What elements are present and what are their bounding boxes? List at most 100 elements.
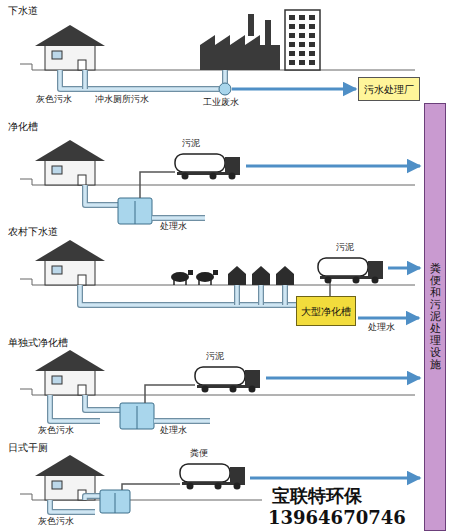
pipe [85, 185, 118, 205]
pipe-outline [85, 395, 120, 410]
toilet [78, 275, 86, 285]
truck-cab [245, 370, 260, 385]
row-title: 净化槽 [8, 121, 38, 132]
pipe-outline [282, 285, 288, 305]
flow-label: 粪便 [190, 449, 208, 459]
pipe-outline [85, 185, 118, 205]
pipe-outline [234, 285, 240, 305]
pipe [85, 496, 100, 500]
pipe [283, 285, 287, 305]
truck-wheel [372, 277, 379, 284]
pipe-outline [80, 285, 296, 305]
row-title: 农村下水道 [8, 226, 58, 237]
flow-label: 灰色污水 [38, 517, 74, 527]
truck-cab [368, 261, 383, 276]
cow-legs [174, 280, 186, 285]
pipe-outline [85, 496, 100, 500]
tank-divider [115, 493, 116, 513]
flow-label: 冲水厕所污水 [95, 95, 149, 105]
chimney [265, 20, 271, 46]
pipe [223, 70, 227, 83]
pipe-outline [50, 500, 95, 512]
truck-cab [230, 467, 245, 482]
row-title: 单独式净化槽 [8, 337, 68, 348]
pipe-outline [152, 215, 205, 221]
pipe-outline [82, 70, 88, 89]
small-house [276, 266, 294, 285]
flow-arrow [358, 317, 419, 320]
flow-arrow [250, 477, 420, 480]
plant-box: 污水处理厂 [358, 77, 420, 101]
house-wall [45, 369, 95, 395]
pipe [85, 395, 120, 410]
house-window [52, 51, 62, 59]
building-window [299, 15, 305, 20]
node-text: 污水处理厂 [364, 84, 414, 95]
sludge-hose [145, 385, 195, 403]
toilet [78, 60, 86, 70]
pipe-outline [60, 70, 219, 89]
flow-label: 处理水 [368, 323, 395, 333]
toilet [78, 385, 86, 395]
pipe [80, 285, 296, 305]
tank-box: 大型净化槽 [296, 296, 356, 326]
truck-wheel [325, 277, 332, 284]
flow-arrow [232, 88, 356, 91]
toilet [78, 175, 86, 185]
house-window [52, 266, 62, 274]
flow-label: 灰色污水 [38, 426, 74, 436]
building-window [289, 33, 295, 38]
truck-wheel [229, 173, 236, 180]
truck-tank [175, 154, 225, 172]
pipe [235, 285, 239, 305]
building-window [289, 60, 295, 65]
cow-head [188, 270, 193, 275]
node-text: 大型净化槽 [301, 306, 351, 317]
house-roof [35, 25, 105, 46]
flow-label: 污泥 [182, 139, 200, 149]
truck-wheel [230, 386, 237, 393]
building-window [309, 42, 315, 47]
house-window [52, 481, 62, 489]
junction [219, 83, 231, 95]
truck-wheel [249, 386, 256, 393]
tank-divider [135, 201, 136, 224]
building-window [289, 42, 295, 47]
building-window [289, 15, 295, 20]
truck-wheel [210, 173, 217, 180]
truck-tank [195, 367, 245, 385]
building-window [289, 51, 295, 56]
building-window [299, 24, 305, 29]
truck-wheel [234, 483, 241, 490]
flow-label: 处理水 [160, 426, 187, 436]
building-window [299, 60, 305, 65]
building-window [299, 42, 305, 47]
house-window [52, 166, 62, 174]
building-window [299, 51, 305, 56]
building-window [309, 33, 315, 38]
building-window [309, 15, 315, 20]
truck-cab [225, 157, 240, 172]
truck-wheel [215, 483, 222, 490]
sludge-hose [140, 172, 175, 198]
row-title: 下水道 [8, 5, 38, 16]
flow-arrow [388, 267, 420, 270]
septic-tank [100, 490, 130, 513]
house-window [52, 376, 62, 384]
house-roof [35, 140, 105, 161]
truck-tank [318, 258, 368, 276]
house-roof [35, 350, 105, 371]
pipe [152, 216, 205, 220]
sludge-hose [122, 484, 180, 490]
septic-tank [118, 198, 152, 224]
flow-arrow [246, 165, 420, 168]
watermark: 13964670746 [268, 508, 406, 528]
flow-label: 处理水 [160, 222, 187, 232]
flow-label: 工业废水 [203, 98, 239, 108]
cow-legs [199, 280, 211, 285]
facility-band: 粪便和污泥处理设施 [424, 103, 446, 531]
septic-tank [120, 403, 154, 429]
building-window [299, 33, 305, 38]
building-window [309, 60, 315, 65]
small-house [228, 266, 246, 285]
